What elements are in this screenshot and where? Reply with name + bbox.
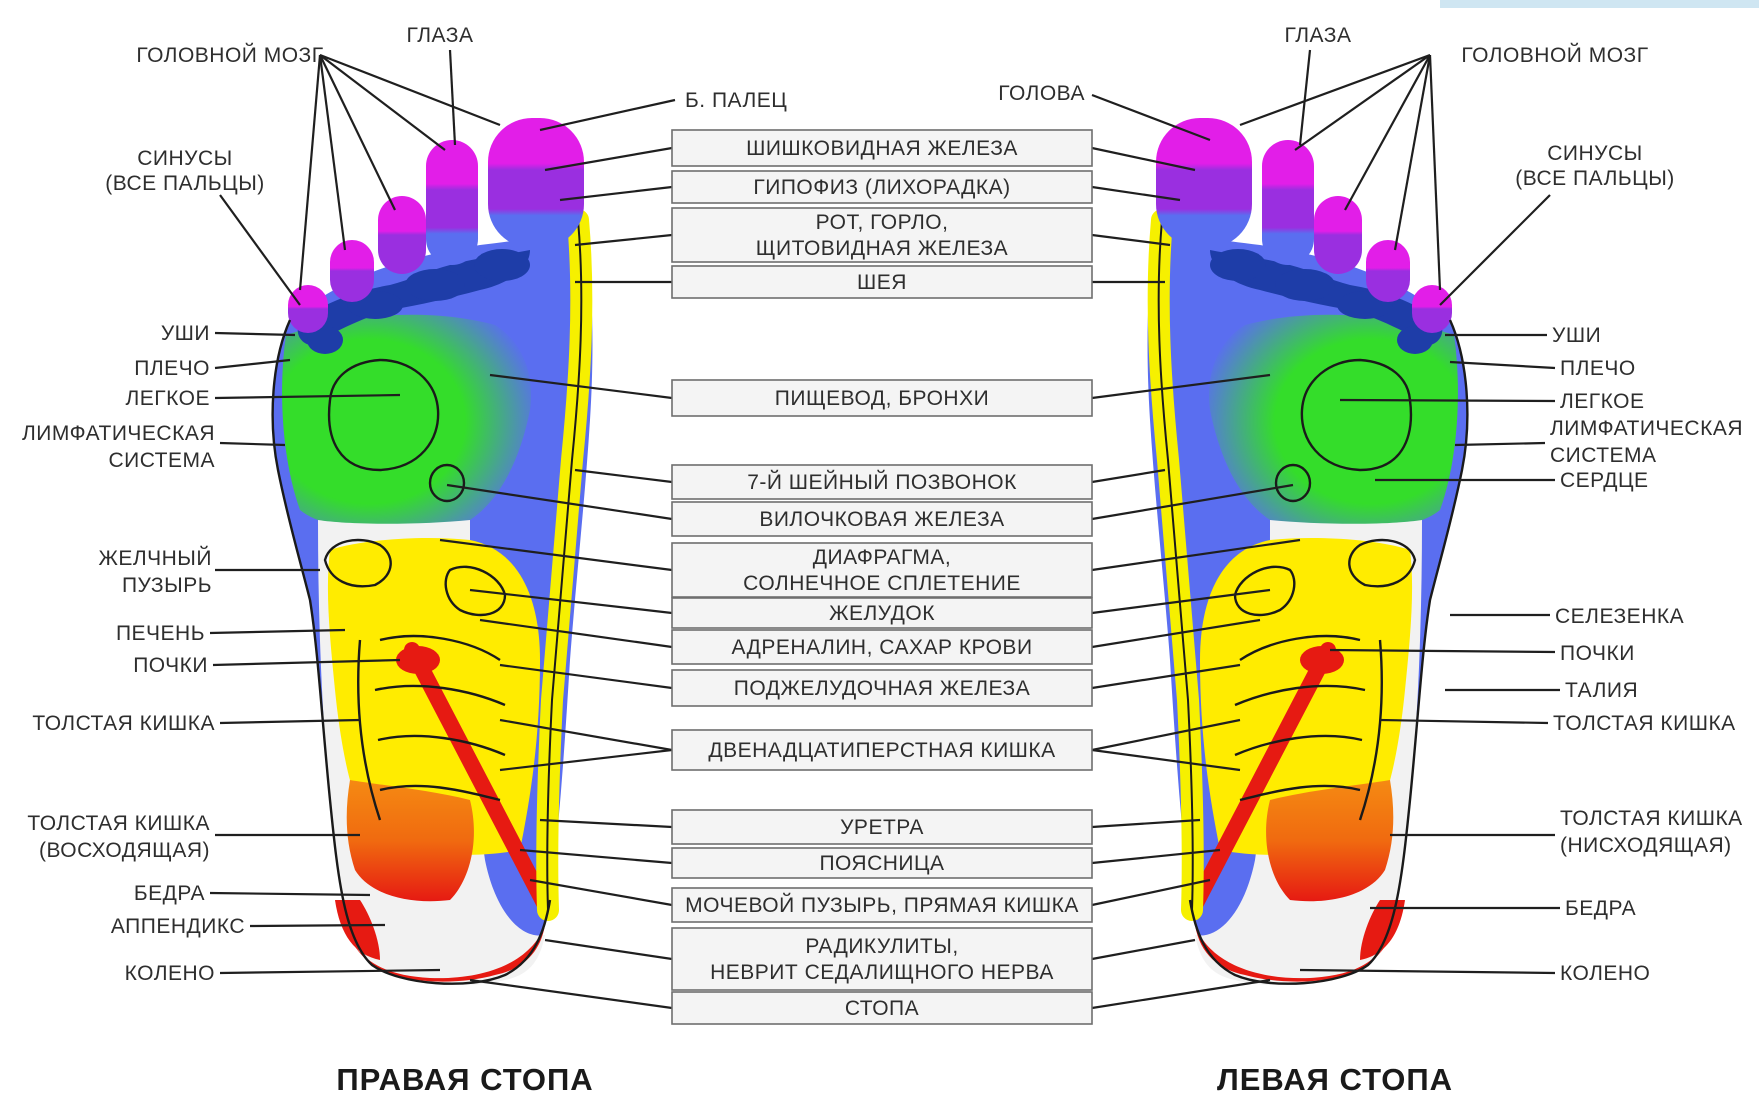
right-label-text: ЛИМФАТИЧЕСКАЯ (22, 422, 215, 445)
right-label-text: УШИ (161, 322, 210, 345)
center-box-label: ПИЩЕВОД, БРОНХИ (775, 387, 989, 410)
left-label-text: ГОЛОВА (998, 82, 1085, 105)
center-box-label: ШИШКОВИДНАЯ ЖЕЛЕЗА (746, 137, 1018, 160)
top-right-strip (1440, 0, 1759, 8)
center-box-label: ДИАФРАГМА, (813, 546, 951, 569)
center-box-label: УРЕТРА (840, 816, 924, 839)
right-label-text: ПЛЕЧО (134, 357, 210, 380)
center-box-label: 7-Й ШЕЙНЫЙ ПОЗВОНОК (747, 470, 1017, 494)
center-box-label: МОЧЕВОЙ ПУЗЫРЬ, ПРЯМАЯ КИШКА (685, 893, 1079, 917)
center-box-label: ПОЯСНИЦА (819, 852, 944, 875)
center-box-3: ШЕЯ (672, 266, 1092, 298)
center-box-11: ДВЕНАДЦАТИПЕРСТНАЯ КИШКА (672, 730, 1092, 770)
center-box-label: ВИЛОЧКОВАЯ ЖЕЛЕЗА (759, 508, 1004, 531)
center-box-8: ЖЕЛУДОК (672, 598, 1092, 628)
center-box-label: ПОДЖЕЛУДОЧНАЯ ЖЕЛЕЗА (734, 677, 1030, 700)
center-box-label: ГИПОФИЗ (ЛИХОРАДКА) (753, 176, 1010, 199)
center-box-5: 7-Й ШЕЙНЫЙ ПОЗВОНОК (672, 465, 1092, 499)
center-box-label: СТОПА (845, 997, 919, 1020)
center-box-7: ДИАФРАГМА, СОЛНЕЧНОЕ СПЛЕТЕНИЕ (672, 543, 1092, 597)
left-label-text: ПОЧКИ (1560, 642, 1635, 665)
left-label-text: ТОЛСТАЯ КИШКА (1560, 807, 1743, 830)
left-label-text: СИСТЕМА (1550, 444, 1657, 467)
right-label-text: СИСТЕМА (108, 449, 215, 472)
left-label-text: СИНУСЫ (1547, 142, 1643, 165)
right-label-text: БЕДРА (134, 882, 205, 905)
center-box-14: МОЧЕВОЙ ПУЗЫРЬ, ПРЯМАЯ КИШКА (672, 888, 1092, 922)
center-box-label: ДВЕНАДЦАТИПЕРСТНАЯ КИШКА (708, 739, 1055, 762)
center-box-label: РОТ, ГОРЛО, (816, 211, 949, 234)
label-leader-line (1340, 400, 1555, 401)
center-box-1: ГИПОФИЗ (ЛИХОРАДКА) (672, 171, 1092, 203)
center-box-label: НЕВРИТ СЕДАЛИЩНОГО НЕРВА (710, 961, 1054, 984)
right-label-text: ПОЧКИ (133, 654, 208, 677)
center-box-label: РАДИКУЛИТЫ, (805, 935, 958, 958)
right-label-text: ГОЛОВНОЙ МОЗГ (136, 43, 323, 67)
center-box-0: ШИШКОВИДНАЯ ЖЕЛЕЗА (672, 130, 1092, 166)
right-label-text: КОЛЕНО (125, 962, 215, 985)
right-label-text: (ВОСХОДЯЩАЯ) (39, 839, 210, 862)
left-label-text: ГЛАЗА (1285, 24, 1352, 47)
center-box-12: УРЕТРА (672, 810, 1092, 844)
center-box-label: СОЛНЕЧНОЕ СПЛЕТЕНИЕ (743, 572, 1021, 595)
left-label-text: (НИСХОДЯЩАЯ) (1560, 834, 1732, 857)
right-label-text: ТОЛСТАЯ КИШКА (27, 812, 210, 835)
left-label-text: ГОЛОВНОЙ МОЗГ (1461, 43, 1648, 67)
center-box-16: СТОПА (672, 992, 1092, 1024)
center-box-10: ПОДЖЕЛУДОЧНАЯ ЖЕЛЕЗА (672, 670, 1092, 706)
center-box-2: РОТ, ГОРЛО, ЩИТОВИДНАЯ ЖЕЛЕЗА (672, 208, 1092, 262)
left-label-text: БЕДРА (1565, 897, 1636, 920)
left-label-text: СЕЛЕЗЕНКА (1555, 605, 1684, 628)
center-box-13: ПОЯСНИЦА (672, 848, 1092, 878)
right-label-text: АППЕНДИКС (111, 915, 245, 938)
center-box-9: АДРЕНАЛИН, САХАР КРОВИ (672, 630, 1092, 664)
left-label-text: ЛИМФАТИЧЕСКАЯ (1550, 417, 1743, 440)
label-leader-line (250, 925, 385, 926)
center-box-6: ВИЛОЧКОВАЯ ЖЕЛЕЗА (672, 502, 1092, 536)
left-label-text: ЛЕГКОЕ (1560, 390, 1645, 413)
center-box-4: ПИЩЕВОД, БРОНХИ (672, 380, 1092, 416)
center-box-label: ЖЕЛУДОК (829, 602, 935, 625)
right-label-text: ПУЗЫРЬ (122, 574, 212, 597)
right-label-text: (ВСЕ ПАЛЬЦЫ) (105, 172, 265, 195)
right-label-text: СИНУСЫ (137, 147, 233, 170)
right-label-text: ГЛАЗА (407, 24, 474, 47)
left-label-text: (ВСЕ ПАЛЬЦЫ) (1515, 167, 1675, 190)
right-label-text: ПЕЧЕНЬ (116, 622, 205, 645)
right-label-text: ЛЕГКОЕ (126, 387, 211, 410)
center-box-label: АДРЕНАЛИН, САХАР КРОВИ (731, 636, 1032, 659)
right-label-text: ЖЕЛЧНЫЙ (98, 546, 212, 570)
center-box-label: ЩИТОВИДНАЯ ЖЕЛЕЗА (756, 237, 1008, 260)
left-label-text: ПЛЕЧО (1560, 357, 1636, 380)
right-foot-title: ПРАВАЯ СТОПА (336, 1062, 593, 1097)
left-label-text: ТОЛСТАЯ КИШКА (1553, 712, 1736, 735)
right-label-text: ТОЛСТАЯ КИШКА (32, 712, 215, 735)
left-label-text: УШИ (1552, 324, 1601, 347)
right-label-text: Б. ПАЛЕЦ (685, 89, 787, 112)
left-label-text: СЕРДЦЕ (1560, 469, 1649, 492)
left-label-text: ТАЛИЯ (1565, 679, 1638, 702)
center-box-label: ШЕЯ (857, 271, 907, 294)
left-label-text: КОЛЕНО (1560, 962, 1650, 985)
center-box-15: РАДИКУЛИТЫ, НЕВРИТ СЕДАЛИЩНОГО НЕРВА (672, 928, 1092, 990)
left-foot-title: ЛЕВАЯ СТОПА (1217, 1062, 1453, 1097)
